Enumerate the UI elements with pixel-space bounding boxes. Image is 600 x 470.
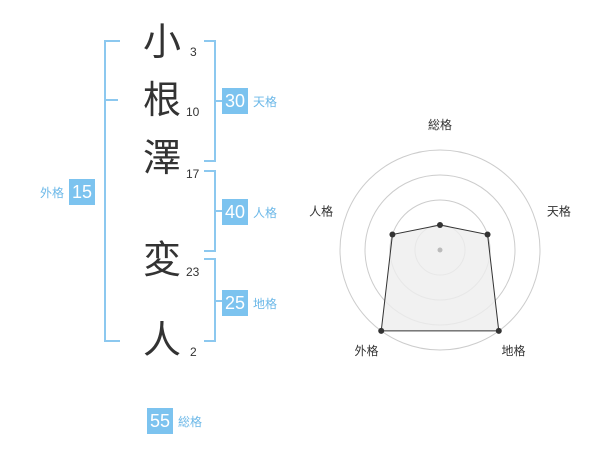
stroke-count-1: 3 [190, 45, 197, 59]
jinkaku-value: 40 [222, 199, 248, 225]
name-char-5: 人 [142, 318, 181, 362]
soukaku-badge: 55 総格 [147, 408, 202, 434]
name-char-3: 澤 [142, 136, 181, 180]
stroke-count-5: 2 [190, 345, 197, 359]
radar-axis-label-3: 地格 [501, 343, 525, 358]
gaikaku-bracket [104, 40, 120, 342]
gaikaku-value: 15 [69, 179, 96, 205]
tenkaku-label: 天格 [253, 94, 278, 109]
chikaku-badge: 25 地格 [222, 290, 277, 316]
name-char-2: 根 [142, 78, 181, 122]
tenkaku-value: 30 [222, 88, 248, 114]
chikaku-label: 地格 [253, 296, 278, 311]
gaikaku-badge: 外格 15 [40, 179, 96, 205]
stroke-count-2: 10 [186, 105, 200, 119]
radar-point-3 [495, 327, 502, 334]
jinkaku-badge: 40 人格 [222, 199, 277, 225]
soukaku-value: 55 [147, 408, 173, 434]
radar-center-point [437, 247, 443, 253]
radar-axis-label-5: 人格 [309, 203, 333, 218]
radar-series-polygon [380, 224, 500, 332]
soukaku-label: 総格 [178, 414, 203, 429]
jinkaku-label: 人格 [253, 205, 278, 220]
radar-point-5 [389, 231, 396, 238]
gaikaku-bracket-tick [104, 99, 118, 101]
tenkaku-bracket-tick [214, 100, 222, 102]
chikaku-value: 25 [222, 290, 248, 316]
stroke-count-4: 23 [186, 265, 200, 279]
radar-point-4 [378, 327, 385, 334]
name-char-4: 変 [142, 238, 181, 282]
chikaku-bracket-tick [214, 300, 222, 302]
gaikaku-label: 外格 [40, 185, 65, 200]
radar-grid-ring [339, 149, 541, 351]
radar-point-2 [484, 231, 491, 238]
radar-axis-label-2: 天格 [547, 203, 571, 218]
jinkaku-bracket-tick [214, 210, 222, 212]
radar-point-1 [437, 222, 443, 228]
name-char-1: 小 [142, 20, 181, 64]
tenkaku-badge: 30 天格 [222, 88, 277, 114]
stroke-count-3: 17 [186, 167, 200, 181]
radar-axis-label-4: 外格 [355, 343, 379, 358]
radar-axis-label-1: 総格 [428, 117, 452, 132]
